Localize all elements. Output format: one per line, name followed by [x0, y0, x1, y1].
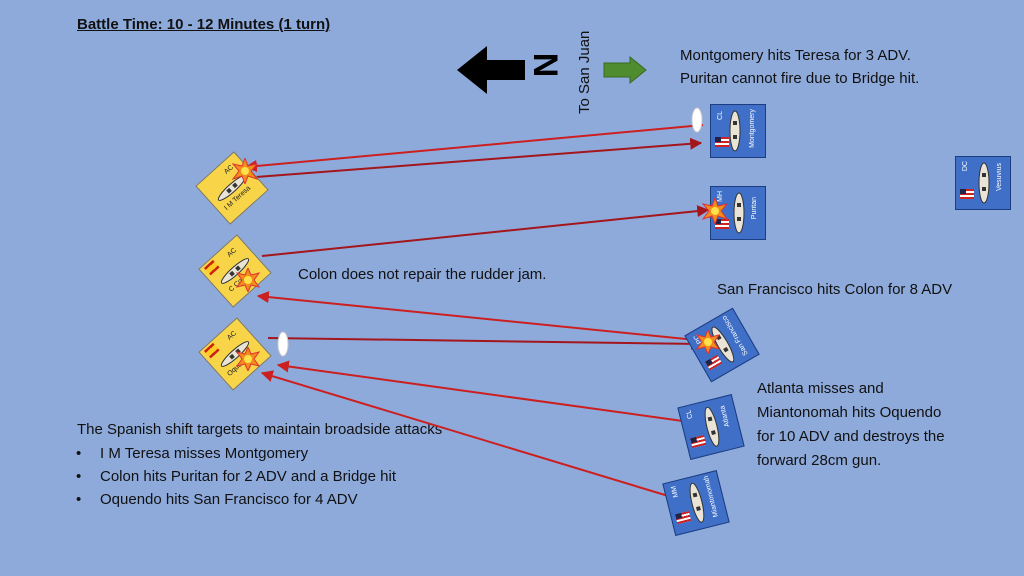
spanish-summary-bullet: Colon hits Puritan for 2 ADV and a Bridg… — [76, 466, 396, 488]
spanish-summary-heading: The Spanish shift targets to maintain br… — [77, 421, 443, 438]
north-arrow-icon — [457, 46, 525, 94]
spain-flag-icon — [204, 259, 220, 276]
hit-burst-icon — [702, 198, 728, 224]
fire-line-atlanta-oquendo — [276, 360, 691, 423]
smoke-splash-icon — [277, 331, 289, 357]
ship-name-label: Atlanta — [719, 404, 732, 428]
ship-counter-vesuvius[interactable]: DC Vesuvius — [955, 156, 1011, 210]
warship-icon — [689, 482, 705, 523]
fire-line-teresa-montgomery — [255, 137, 703, 178]
note-san-francisco: San Francisco hits Colon for 8 ADV — [717, 281, 953, 298]
note-atlanta-line1: Atlanta misses and — [757, 380, 884, 397]
us-flag-icon — [705, 354, 723, 371]
us-flag-icon — [690, 434, 707, 449]
smoke-splash-icon — [691, 107, 703, 133]
ship-counter-montgomery[interactable]: CL Montgomery — [710, 104, 766, 158]
green-right-arrow-icon — [603, 56, 647, 84]
note-montgomery-line2: Puritan cannot fire due to Bridge hit. — [680, 70, 920, 87]
warship-icon — [220, 258, 250, 284]
warship-icon — [704, 406, 720, 447]
ship-counter-puritan[interactable]: MH Puritan — [710, 186, 766, 240]
ship-type-label: CL — [685, 409, 695, 420]
ship-type-label: CL — [717, 111, 724, 120]
ship-counter-colon[interactable]: AC C Colon — [198, 234, 272, 308]
ship-type-label: MM — [670, 485, 680, 499]
ship-type-label: AC — [226, 247, 238, 259]
us-flag-icon — [715, 137, 729, 147]
fire-line-oquendo-sanfrancisco — [267, 337, 704, 350]
ship-type-label: AC — [226, 330, 238, 342]
ship-counter-atlanta[interactable]: CL Atlanta — [677, 394, 745, 460]
us-flag-icon — [675, 510, 692, 525]
us-flag-icon — [960, 189, 974, 199]
hit-burst-icon — [696, 330, 720, 354]
fire-line-colon-puritan — [261, 205, 710, 257]
warship-icon — [729, 110, 741, 152]
ship-type-label: DC — [962, 161, 969, 172]
fire-line-sanfrancisco-colon — [256, 291, 697, 341]
ship-name-label: Vesuvius — [996, 163, 1003, 192]
note-atlanta-line4: forward 28cm gun. — [757, 452, 882, 469]
spanish-summary-bullet: Oquendo hits San Francisco for 4 ADV — [76, 489, 358, 511]
warship-icon — [978, 162, 990, 204]
note-atlanta-line3: for 10 ADV and destroys the — [757, 428, 945, 445]
hit-burst-icon — [236, 268, 260, 292]
ship-name-label: Puritan — [751, 197, 758, 220]
fire-line-montgomery-teresa — [244, 124, 704, 172]
warship-icon — [220, 341, 250, 367]
hit-burst-icon — [232, 158, 258, 184]
hit-burst-icon — [236, 347, 260, 371]
warship-icon — [733, 192, 745, 234]
note-atlanta-line2: Miantonomah hits Oquendo — [757, 404, 942, 421]
battle-time-title: Battle Time: 10 - 12 Minutes (1 turn) — [77, 16, 331, 33]
note-montgomery-line1: Montgomery hits Teresa for 3 ADV. — [680, 47, 911, 64]
ship-name-label: Montgomery — [749, 109, 756, 148]
ship-counter-miantonomah[interactable]: MM Miantonomah — [662, 470, 730, 536]
us-flag-icon — [715, 219, 729, 229]
note-colon: Colon does not repair the rudder jam. — [298, 266, 547, 283]
spain-flag-icon — [204, 342, 220, 359]
fire-line-miantonomah-oquendo — [260, 370, 676, 499]
ship-counter-oquendo[interactable]: AC Oquendo — [198, 317, 272, 391]
spanish-summary-bullet: I M Teresa misses Montgomery — [76, 443, 308, 465]
